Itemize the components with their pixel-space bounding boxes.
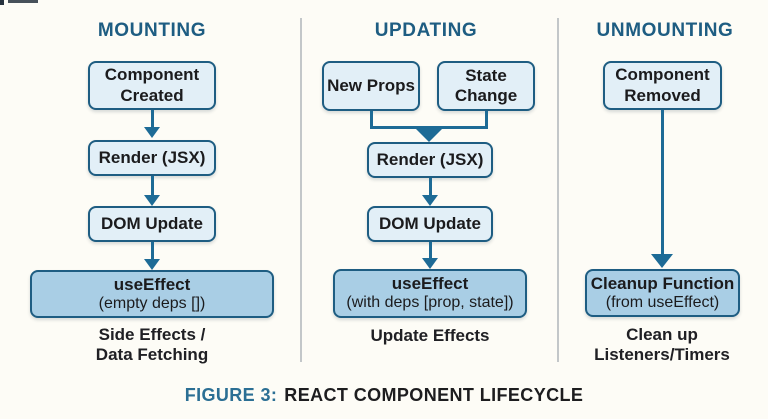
- useeffect-title: useEffect: [391, 274, 469, 294]
- unmounting-result-line2: Listeners/Timers: [594, 345, 730, 365]
- unmounting-heading: UNMOUNTING: [596, 20, 734, 41]
- figure-caption: FIGURE 3: REACT COMPONENT LIFECYCLE: [0, 385, 768, 406]
- box-component-created: Component Created: [88, 61, 216, 110]
- box-dom-update-updating: DOM Update: [367, 206, 493, 242]
- updating-result-label: Update Effects: [370, 326, 490, 345]
- box-render-jsx-updating: Render (JSX): [367, 142, 493, 178]
- arrow-down-icon: [417, 242, 443, 269]
- mounting-heading: MOUNTING: [97, 20, 207, 41]
- merge-line-horizontal: [370, 126, 488, 129]
- box-state-change: State Change: [437, 61, 535, 111]
- arrow-down-icon: [139, 176, 165, 206]
- box-render-jsx-mounting: Render (JSX): [88, 140, 216, 176]
- box-component-removed-label: Component Removed: [615, 65, 710, 105]
- mounting-result-line1: Side Effects /: [98, 325, 206, 344]
- cleanup-title: Cleanup Function: [590, 273, 735, 293]
- merge-line-left: [370, 111, 373, 129]
- merge-line-right: [485, 111, 488, 129]
- box-useeffect-mounting: useEffect (empty deps []): [30, 270, 274, 318]
- box-render-jsx-label: Render (JSX): [98, 147, 206, 167]
- box-dom-update-label: DOM Update: [101, 213, 203, 233]
- screen-artifact: [8, 0, 38, 3]
- box-new-props: New Props: [322, 61, 420, 111]
- box-new-props-label: New Props: [327, 75, 415, 95]
- arrow-down-icon: [417, 178, 443, 206]
- column-divider: [300, 18, 302, 362]
- figure-number: FIGURE 3:: [184, 385, 278, 405]
- useeffect-deps: (with deps [prop, state]): [346, 294, 514, 312]
- box-state-change-label: State Change: [454, 65, 518, 105]
- useeffect-title: useEffect: [113, 274, 191, 294]
- cleanup-source: (from useEffect): [605, 293, 720, 311]
- unmounting-result-line1: Clean up: [626, 325, 698, 344]
- box-cleanup-function: Cleanup Function (from useEffect): [585, 269, 740, 317]
- box-dom-update-label: DOM Update: [379, 213, 481, 233]
- long-arrow-down-icon: [649, 110, 675, 268]
- useeffect-deps: (empty deps []): [98, 294, 206, 312]
- box-component-created-label: Component Created: [104, 65, 200, 105]
- mounting-result-label: Side Effects / Data Fetching: [47, 325, 257, 366]
- box-render-jsx-label: Render (JSX): [376, 149, 484, 169]
- box-dom-update-mounting: DOM Update: [88, 206, 216, 242]
- unmounting-result-label: Clean up Listeners/Timers: [557, 325, 767, 366]
- arrow-down-icon: [139, 110, 165, 138]
- box-component-removed: Component Removed: [603, 61, 722, 110]
- updating-heading: UPDATING: [374, 20, 478, 41]
- mounting-result-line2: Data Fetching: [95, 345, 209, 365]
- column-divider: [557, 18, 559, 362]
- box-useeffect-updating: useEffect (with deps [prop, state]): [333, 269, 527, 318]
- arrow-down-icon: [139, 242, 165, 270]
- figure-title: REACT COMPONENT LIFECYCLE: [284, 385, 584, 405]
- merge-arrow-down-icon: [415, 128, 443, 142]
- screen-artifact: [0, 0, 4, 5]
